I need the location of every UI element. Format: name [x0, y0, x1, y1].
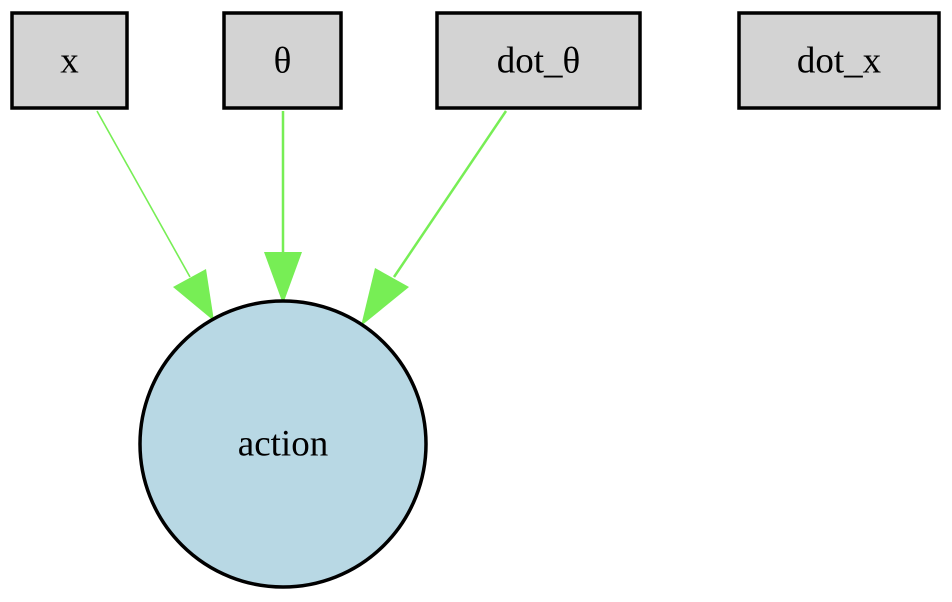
node-action-circle	[138, 299, 428, 589]
node-dot-x[interactable]: dot_x	[737, 11, 941, 110]
node-x-label: x	[60, 41, 79, 82]
edge-dot-theta-to-action	[361, 110, 508, 326]
node-x-box	[10, 11, 129, 110]
edges-group	[96, 110, 508, 326]
edge-dot-theta-to-action-line	[392, 110, 508, 278]
node-x[interactable]: x	[10, 11, 129, 110]
edge-theta-to-action-arrowhead	[264, 252, 302, 304]
node-dot-theta[interactable]: dot_θ	[435, 11, 642, 110]
node-dot-x-box	[737, 11, 941, 110]
node-theta-box	[222, 11, 343, 110]
node-dot-x-label: dot_x	[797, 41, 882, 82]
node-theta[interactable]: θ	[222, 11, 343, 110]
node-theta-label: θ	[274, 41, 292, 82]
edge-dot-theta-to-action-arrowhead	[361, 268, 409, 326]
edge-x-to-action	[96, 110, 214, 321]
edge-x-to-action-line	[96, 110, 191, 278]
edge-theta-to-action	[264, 111, 302, 304]
node-action[interactable]: action	[138, 299, 428, 589]
edge-x-to-action-arrowhead	[173, 269, 214, 321]
node-dot-theta-box	[435, 11, 642, 110]
node-dot-theta-label: dot_θ	[497, 41, 581, 82]
node-action-label: action	[238, 424, 328, 465]
